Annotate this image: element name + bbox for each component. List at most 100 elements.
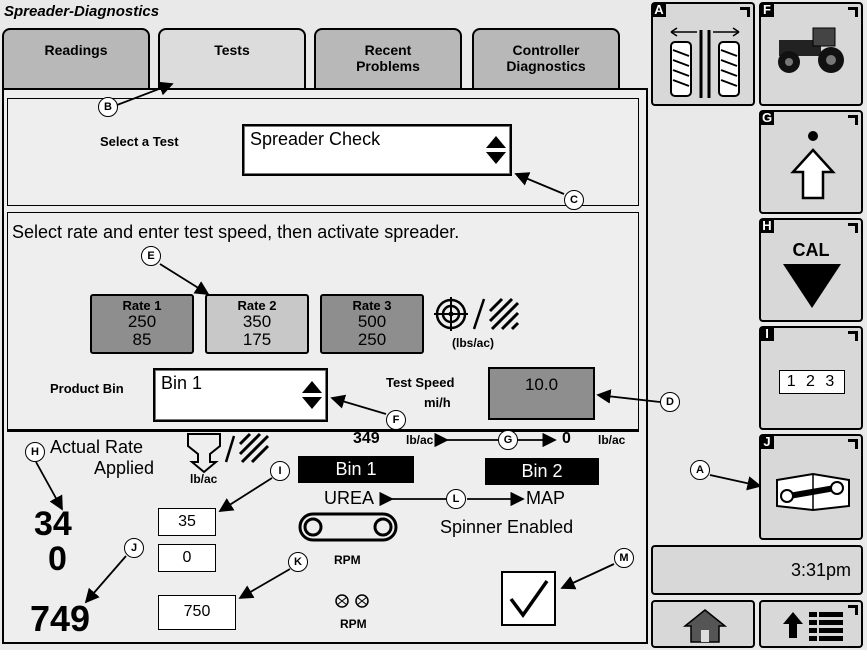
menu-up-button[interactable]: [759, 600, 863, 648]
spinner-disc-icon: [335, 594, 369, 608]
bin2-product: MAP: [526, 488, 566, 508]
section-divider: [7, 430, 639, 432]
rate-2-value1: 350: [242, 312, 272, 331]
callout-c: C: [564, 190, 584, 210]
enable-checkbox[interactable]: [501, 571, 556, 626]
hopper-rate-icon: [187, 432, 270, 474]
test-speed-input[interactable]: 10.0: [488, 367, 595, 420]
spinner-rpm-label: RPM: [340, 617, 367, 631]
test-select-label: Select a Test: [100, 134, 179, 149]
window-title: Spreader-Diagnostics: [4, 3, 160, 20]
target-rate-icon: [434, 297, 520, 331]
test-speed-unit: mi/h: [424, 395, 451, 410]
readout-box-1: 35: [158, 508, 216, 536]
rate-2-label: Rate 2: [237, 298, 277, 313]
button-letter-i: I: [760, 327, 774, 341]
callout-a: A: [690, 460, 710, 480]
cal-label: CAL: [792, 240, 830, 260]
tractor-spreader-icon: [778, 27, 844, 73]
up-button[interactable]: G: [759, 110, 863, 214]
rate-1-button[interactable]: Rate 1 250 85: [90, 294, 194, 354]
corner-marker-icon: [848, 605, 858, 615]
callout-l: L: [446, 489, 466, 509]
rate-2-button[interactable]: Rate 2 350 175: [205, 294, 309, 354]
corner-marker-icon: [740, 7, 750, 17]
manual-button[interactable]: J: [759, 434, 863, 540]
readout-box-3: 750: [158, 595, 236, 630]
bin1-tag: Bin 1: [298, 456, 414, 483]
callout-g: G: [498, 430, 518, 450]
corner-marker-icon: [848, 115, 858, 125]
rate-3-button[interactable]: Rate 3 500 250: [320, 294, 424, 354]
track-width-icon: [670, 27, 740, 98]
rate-3-value2: 250: [357, 330, 387, 349]
callout-f: F: [386, 410, 406, 430]
actual-rate-unit: lb/ac: [190, 472, 218, 486]
callout-k: K: [288, 552, 308, 572]
cal-button[interactable]: H CAL: [759, 218, 863, 322]
rate-3-label: Rate 3: [352, 298, 392, 313]
test-select-dropdown[interactable]: Spreader Check: [242, 124, 512, 176]
corner-marker-icon: [848, 7, 858, 17]
home-button[interactable]: [651, 600, 755, 648]
bin2-tag: Bin 2: [485, 458, 599, 485]
bin2-rate-unit: lb/ac: [598, 433, 626, 447]
readout-box-2: 0: [158, 544, 216, 572]
actual-rate-label-1: Actual Rate: [50, 437, 144, 457]
corner-marker-icon: [848, 439, 858, 449]
conveyor-belt-icon: [298, 512, 398, 542]
manual-wrench-icon: [776, 472, 850, 512]
tractor-button[interactable]: F: [759, 2, 863, 106]
button-letter-j: J: [760, 435, 774, 449]
main-panel: [2, 88, 648, 644]
tab-recent-problems[interactable]: Recent Problems: [314, 28, 462, 88]
callout-b: B: [98, 97, 118, 117]
spinner-status: Spinner Enabled: [440, 517, 574, 537]
rate-3-value1: 500: [357, 312, 387, 331]
corner-marker-icon: [848, 223, 858, 233]
big-readout-3: 749: [30, 598, 91, 639]
test-select-value: Spreader Check: [250, 129, 381, 149]
clock-display: 3:31pm: [651, 545, 863, 595]
product-bin-dropdown[interactable]: Bin 1: [153, 368, 328, 422]
product-bin-label: Product Bin: [50, 381, 124, 396]
rate-1-value2: 85: [132, 330, 152, 349]
up-arrow-icon: [790, 131, 836, 200]
big-readout-2: 0: [48, 540, 67, 578]
callout-m: M: [614, 548, 634, 568]
corner-marker-icon: [848, 331, 858, 341]
rate-panel: [7, 212, 639, 430]
bin1-rate-unit: lb/ac: [406, 433, 434, 447]
callout-e: E: [141, 246, 161, 266]
actual-rate-label-2: Applied: [94, 458, 155, 478]
bin1-product: UREA: [324, 488, 375, 508]
track-width-button[interactable]: A: [651, 2, 755, 106]
tab-controller-diagnostics[interactable]: Controller Diagnostics: [472, 28, 620, 88]
callout-j: J: [124, 538, 144, 558]
tab-tests[interactable]: Tests: [158, 28, 306, 88]
callout-h: H: [25, 442, 45, 462]
button-letter-g: G: [760, 110, 774, 125]
button-letter-a: A: [652, 3, 666, 17]
keypad-button[interactable]: I 1 2 3: [759, 326, 863, 430]
conveyor-rpm-label: RPM: [334, 553, 361, 567]
test-speed-label: Test Speed: [386, 375, 455, 390]
numeric-keypad-icon: 1 2 3: [779, 370, 845, 394]
product-bin-value: Bin 1: [161, 373, 203, 393]
up-down-arrows-icon[interactable]: [302, 381, 322, 409]
test-select-panel: [7, 98, 639, 206]
rate-unit-label: (lbs/ac): [452, 336, 495, 350]
home-icon: [682, 609, 728, 643]
rate-1-value1: 250: [127, 312, 157, 331]
down-triangle-icon: [783, 264, 841, 308]
callout-d: D: [660, 392, 680, 412]
tab-readings[interactable]: Readings: [2, 28, 150, 88]
bin2-rate-value: 0: [562, 430, 571, 447]
rate-2-value2: 175: [242, 330, 272, 349]
instruction-text: Select rate and enter test speed, then a…: [12, 222, 460, 242]
button-letter-h: H: [760, 219, 774, 233]
button-letter-f: F: [760, 3, 774, 17]
big-readout-1: 34: [34, 505, 72, 543]
checkmark-icon: [509, 579, 549, 618]
up-down-arrows-icon[interactable]: [486, 136, 506, 164]
